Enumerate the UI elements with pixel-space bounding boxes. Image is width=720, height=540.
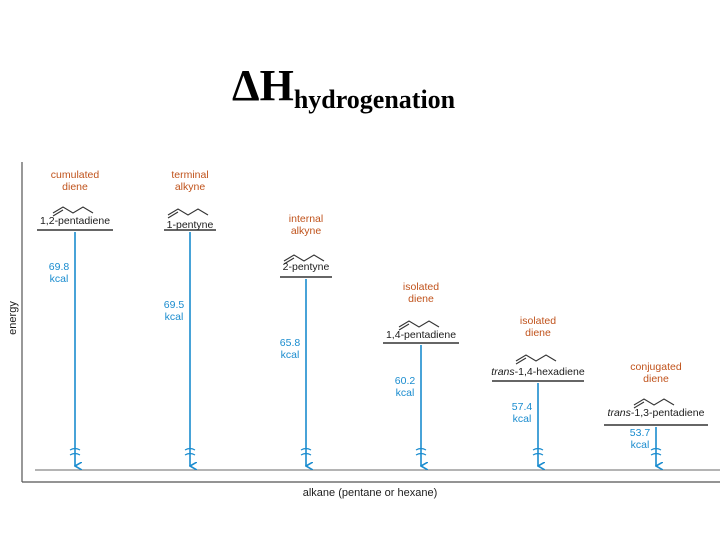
compound-name-text: 1,2-pentadiene: [40, 215, 110, 227]
axis-break-icon: [69, 447, 81, 456]
compound-class-label: diene: [643, 373, 669, 385]
compound-name: 1,2-pentadiene: [40, 215, 110, 227]
title-symbol: ΔH: [232, 61, 294, 110]
enthalpy-unit: kcal: [631, 439, 650, 451]
compound-class-label: alkyne: [291, 225, 322, 237]
compound-name-text: 1-pentyne: [167, 219, 214, 231]
x-axis-label: alkane (pentane or hexane): [303, 487, 438, 499]
enthalpy-unit: kcal: [513, 413, 532, 425]
bond-icon: [52, 209, 64, 217]
compound-name: 1-pentyne: [167, 219, 214, 231]
compound-name: 2-pentyne: [283, 261, 330, 273]
compound-name-text: 2-pentyne: [283, 261, 330, 273]
compound-class-label: cumulated: [51, 169, 100, 181]
compound-name: 1,4-pentadiene: [386, 329, 456, 341]
bond-icon: [283, 257, 295, 265]
page-title: ΔHhydrogenation: [232, 60, 456, 114]
enthalpy-unit: kcal: [50, 273, 69, 285]
structure-icon: [283, 254, 325, 262]
enthalpy-value: 60.2: [395, 375, 416, 387]
bond-icon: [633, 401, 645, 409]
structure-icon: [515, 354, 557, 362]
y-axis-label: energy: [7, 301, 19, 335]
compound-name-text: -1,3-pentadiene: [631, 407, 705, 419]
compound-class-label: diene: [525, 327, 551, 339]
enthalpy-unit: kcal: [281, 349, 300, 361]
axis-break-icon: [650, 447, 662, 456]
title-subscript: hydrogenation: [293, 85, 456, 114]
compound-name: trans-1,4-hexadiene: [491, 366, 585, 378]
compound-class-label: conjugated: [630, 361, 682, 373]
compound-name: trans-1,3-pentadiene: [608, 407, 705, 419]
enthalpy-unit: kcal: [165, 311, 184, 323]
bond-icon: [167, 211, 179, 219]
structure-icon: [52, 206, 94, 214]
compound-name-prefix: trans: [491, 366, 515, 378]
axis-break-icon: [184, 447, 196, 456]
compound-name-prefix: trans: [608, 407, 632, 419]
structure-icon: [633, 398, 675, 406]
axis-break-icon: [415, 447, 427, 456]
compound-columns: cumulateddiene1,2-pentadiene69.8kcalterm…: [37, 169, 708, 466]
enthalpy-value: 69.5: [164, 299, 185, 311]
enthalpy-value: 57.4: [512, 401, 533, 413]
compound-class-label: diene: [408, 293, 434, 305]
compound-class-label: terminal: [171, 169, 208, 181]
compound-class-label: alkyne: [175, 181, 206, 193]
bond-icon: [515, 357, 527, 365]
axis-break-icon: [300, 447, 312, 456]
compound-class-label: isolated: [403, 281, 439, 293]
compound-name-text: 1,4-pentadiene: [386, 329, 456, 341]
enthalpy-value: 53.7: [630, 427, 651, 439]
compound-class-label: internal: [289, 213, 323, 225]
compound-class-label: isolated: [520, 315, 556, 327]
enthalpy-value: 65.8: [280, 337, 301, 349]
axis-break-icon: [532, 447, 544, 456]
compound-class-label: diene: [62, 181, 88, 193]
enthalpy-value: 69.8: [49, 261, 70, 273]
enthalpy-unit: kcal: [396, 387, 415, 399]
compound-name-text: -1,4-hexadiene: [515, 366, 585, 378]
structure-icon: [398, 320, 440, 328]
structure-icon: [167, 208, 209, 216]
bond-icon: [398, 323, 410, 331]
